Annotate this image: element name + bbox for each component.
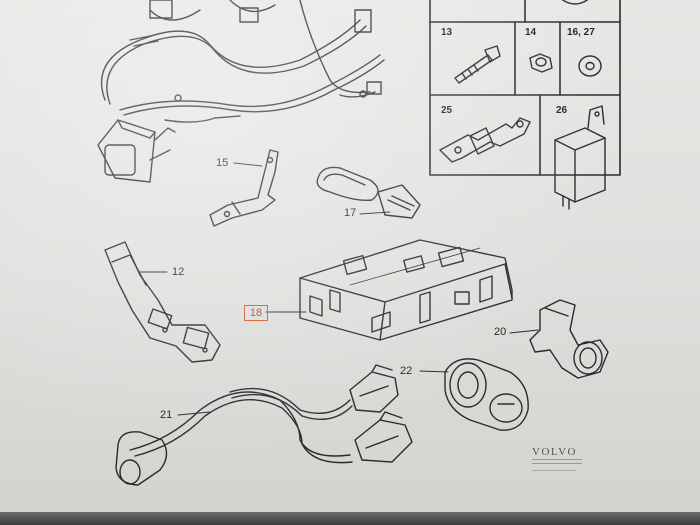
table-label-16-27: 16, 27 bbox=[567, 27, 595, 38]
part-cut-top bbox=[561, 0, 589, 5]
monitor-bezel bbox=[0, 512, 700, 525]
part-25-strip bbox=[439, 117, 531, 163]
callout-17: 17 bbox=[344, 207, 357, 219]
parts-table-grid bbox=[429, 0, 621, 176]
callout-20: 20 bbox=[494, 326, 507, 338]
volvo-logo: VOLVO bbox=[532, 446, 577, 458]
trailer-socket-mount bbox=[97, 119, 176, 183]
part-14-nut bbox=[529, 53, 553, 73]
part-15-bracket bbox=[209, 149, 279, 227]
part-20-plug bbox=[529, 299, 609, 379]
table-label-13: 13 bbox=[441, 27, 453, 38]
callout-18-highlight: 18 bbox=[244, 305, 268, 321]
table-label-25: 25 bbox=[441, 105, 453, 116]
callout-15: 15 bbox=[216, 157, 229, 169]
part-12-fuse-holder bbox=[104, 241, 221, 363]
callout-21: 21 bbox=[160, 409, 173, 421]
callout-22: 22 bbox=[400, 365, 413, 377]
leader-lines bbox=[139, 162, 539, 416]
part-21-adapter-cable bbox=[115, 364, 413, 486]
part-16-27-washer bbox=[578, 55, 602, 77]
part-18-control-module bbox=[299, 239, 513, 341]
logo-rule bbox=[532, 459, 582, 464]
part-22-socket bbox=[444, 358, 529, 431]
wiring-harness bbox=[100, 0, 385, 123]
logo-rule-2 bbox=[532, 470, 576, 473]
table-label-26: 26 bbox=[556, 105, 568, 116]
callout-12: 12 bbox=[172, 266, 185, 278]
part-26-relay bbox=[554, 105, 606, 210]
part-13-bolt bbox=[454, 45, 501, 84]
table-label-14: 14 bbox=[525, 27, 537, 38]
part-17-cable-tag bbox=[316, 166, 421, 219]
